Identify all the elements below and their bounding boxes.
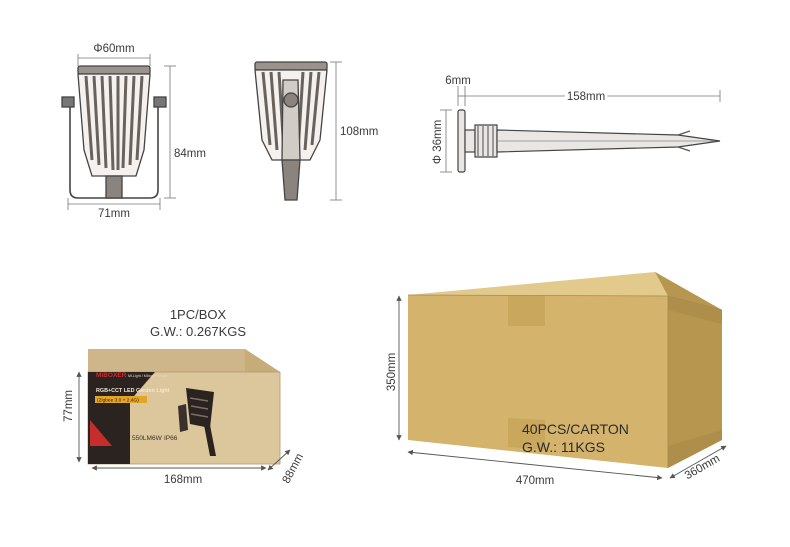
box-brand-tag: Mi-Light / Miboxer Smart	[128, 374, 167, 378]
box-brand: MiBOXER	[96, 372, 127, 379]
front-width-label: 71mm	[98, 208, 130, 220]
box-power: 6W	[152, 435, 163, 442]
box-height-label: 77mm	[63, 390, 75, 422]
carton-weight-label: G.W.: 11KGS	[522, 439, 605, 455]
shipping-carton	[407, 272, 723, 468]
spike-diameter-label: Φ 36mm	[432, 120, 444, 164]
box-ip-rating: IP66	[164, 435, 178, 442]
box-length-label: 168mm	[164, 474, 202, 486]
box-protocol: (Zigbee 3.0 + 2.4G)	[97, 398, 139, 404]
top-diameter-label: Φ60mm	[93, 43, 134, 55]
front-height-label: 84mm	[174, 148, 206, 160]
box-quantity-label: 1PC/BOX	[170, 307, 227, 322]
lamp-front-view	[61, 65, 167, 199]
box-dimension-arrows	[76, 371, 291, 471]
front-dimension-lines	[67, 54, 176, 210]
spike-flange-label: 6mm	[445, 75, 471, 87]
carton-height-label: 350mm	[386, 353, 398, 391]
carton-quantity-label: 40PCS/CARTON	[522, 421, 629, 437]
box-weight-label: G.W.: 0.267KGS	[150, 324, 246, 339]
lamp-side-view	[254, 61, 328, 201]
box-lamp-image	[178, 388, 216, 456]
ground-spike	[457, 109, 721, 173]
box-product-name: RGB+CCT LED Garden Light	[96, 388, 170, 394]
spike-length-label: 158mm	[567, 91, 605, 103]
retail-box	[87, 349, 281, 465]
box-protocol-tag	[95, 396, 147, 403]
carton-length-label: 470mm	[516, 475, 554, 487]
spike-dimension-lines	[440, 86, 721, 173]
box-lumen: 550LM	[132, 435, 152, 442]
box-depth-label: 88mm	[281, 452, 307, 486]
carton-dimension-arrows	[396, 295, 727, 481]
side-height-label: 108mm	[340, 126, 378, 138]
side-dimension-lines	[330, 61, 342, 201]
